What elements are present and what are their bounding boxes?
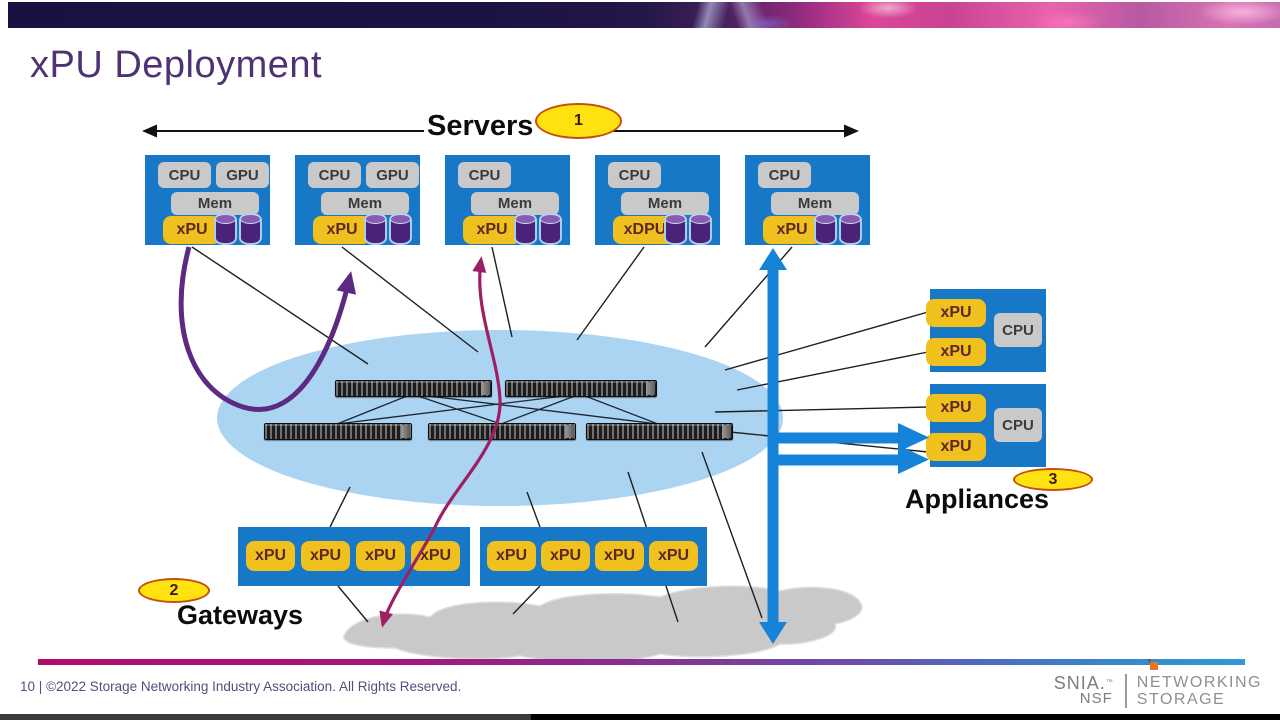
xpu-chip: xPU	[463, 216, 521, 244]
snia-logo-mark-icon	[1149, 662, 1158, 670]
mem-chip: Mem	[621, 192, 709, 215]
mem-chip: Mem	[471, 192, 559, 215]
cpu-chip: CPU	[458, 162, 511, 188]
footer-copyright: 10 | ©2022 Storage Networking Industry A…	[20, 679, 461, 694]
cpu-chip: CPU	[308, 162, 361, 188]
snia-logo: SNIA.™ NSF NETWORKING STORAGE	[1053, 662, 1262, 708]
cpu-chip: CPU	[994, 313, 1042, 347]
xpu-chip: xPU	[926, 394, 986, 422]
mem-chip: Mem	[171, 192, 259, 215]
badge-2: 2	[138, 578, 210, 603]
network-switch-icon	[428, 423, 576, 440]
gpu-chip: GPU	[216, 162, 269, 188]
xpu-chip: xPU	[926, 433, 986, 461]
gateways-label: Gateways	[177, 600, 304, 630]
top-banner-image	[8, 2, 1280, 28]
snia-wordmark: SNIA	[1053, 673, 1100, 693]
storage-disks-icon	[214, 213, 262, 245]
network-switch-icon	[586, 423, 733, 440]
cpu-chip: CPU	[994, 408, 1042, 442]
xpu-chip: xPU	[246, 541, 295, 571]
xpu-chip: xPU	[487, 541, 536, 571]
bottom-bar	[0, 714, 1280, 720]
xpu-chip: xPU	[163, 216, 221, 244]
snia-nsf: NSF	[1079, 690, 1113, 707]
server-box-3: CPU Mem xPU	[445, 155, 570, 245]
mem-chip: Mem	[321, 192, 409, 215]
xpu-chip: xPU	[926, 338, 986, 366]
network-switch-icon	[335, 380, 492, 397]
page-number: 10	[20, 679, 36, 694]
xpu-chip: xPU	[356, 541, 405, 571]
xpu-chip: xPU	[313, 216, 371, 244]
network-switch-icon	[505, 380, 657, 397]
storage-disks-icon	[664, 213, 712, 245]
server-box-5: CPU Mem xPU	[745, 155, 870, 245]
logo-divider	[1124, 674, 1127, 708]
server-to-network-lines	[191, 246, 793, 365]
mem-chip: Mem	[771, 192, 859, 215]
server-box-1: CPU GPU Mem xPU	[145, 155, 270, 245]
badge-3: 3	[1013, 468, 1093, 491]
xpu-chip: xPU	[595, 541, 644, 571]
xpu-chip: xPU	[763, 216, 821, 244]
copyright-text: ©2022 Storage Networking Industry Associ…	[46, 679, 462, 694]
appliance-box-1: xPU xPU CPU	[926, 289, 1046, 372]
logo-storage: STORAGE	[1136, 691, 1226, 708]
appliances-label: Appliances	[905, 484, 1050, 514]
shadow-cloud	[343, 585, 863, 663]
badge-1: 1	[535, 103, 622, 139]
xpu-chip: xPU	[649, 541, 698, 571]
logo-networking: NETWORKING	[1136, 674, 1262, 691]
page-title: xPU Deployment	[30, 44, 323, 86]
xpu-chip: xPU	[411, 541, 460, 571]
switch-mesh-lines	[336, 393, 659, 425]
servers-label: Servers	[427, 110, 534, 142]
gpu-chip: GPU	[366, 162, 419, 188]
storage-disks-icon	[514, 213, 562, 245]
gateway-box-1: xPU xPU xPU xPU	[238, 527, 470, 586]
footer-separator: |	[38, 679, 43, 694]
xpu-chip: xPU	[301, 541, 350, 571]
server-box-4: CPU Mem xDPU	[595, 155, 720, 245]
cpu-chip: CPU	[758, 162, 811, 188]
xpu-chip: xPU	[541, 541, 590, 571]
server-box-2: CPU GPU Mem xPU	[295, 155, 420, 245]
storage-disks-icon	[814, 213, 862, 245]
gateway-box-2: xPU xPU xPU xPU	[480, 527, 707, 586]
xpu-chip: xPU	[926, 299, 986, 327]
appliance-box-2: xPU xPU CPU	[926, 384, 1046, 467]
network-to-appliance-lines	[709, 311, 929, 453]
network-switch-icon	[264, 423, 412, 440]
cpu-chip: CPU	[608, 162, 661, 188]
cpu-chip: CPU	[158, 162, 211, 188]
footer-gradient-bar	[38, 659, 1245, 665]
storage-disks-icon	[364, 213, 412, 245]
